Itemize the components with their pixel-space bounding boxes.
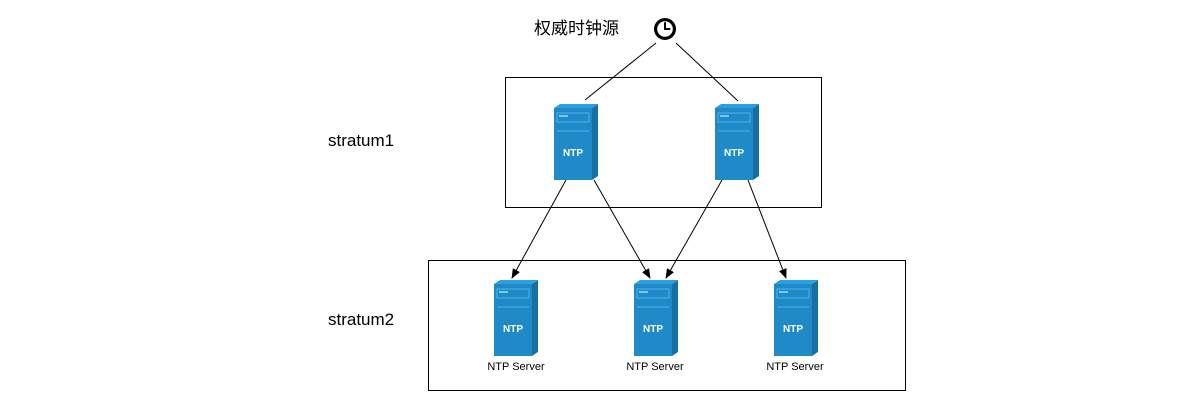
stratum2-label: stratum2 xyxy=(328,310,395,329)
stratum2-server-1-icon: NTP xyxy=(494,280,538,356)
server-label: NTP xyxy=(724,148,744,159)
clock-to-stratum1-right-line xyxy=(675,42,739,102)
server-label: NTP xyxy=(643,324,663,335)
arrow-s1a-to-s2b xyxy=(593,179,651,279)
arrow-s1b-to-s2b xyxy=(665,179,723,279)
server-icons: NTP NTP NTP NTP NTP xyxy=(494,104,818,356)
clock-to-stratum1-left-line xyxy=(584,42,657,101)
stratum1-box xyxy=(505,77,822,208)
stratum2-server-3-icon: NTP xyxy=(774,280,818,356)
arrow-s1a-to-s2a xyxy=(511,179,567,279)
ntp-server-caption: NTP Server xyxy=(487,361,545,373)
authoritative-clock-source-label: 权威时钟源 xyxy=(534,19,619,39)
stratum-arrows xyxy=(511,179,787,279)
ntp-server-caption: NTP Server xyxy=(766,361,824,373)
stratum2-server-2-icon: NTP xyxy=(634,280,678,356)
stratum1-server-1-icon: NTP xyxy=(554,104,598,180)
server-label: NTP xyxy=(563,148,583,159)
server-label: NTP xyxy=(783,324,803,335)
stratum1-server-2-icon: NTP xyxy=(715,104,759,180)
clock-icon xyxy=(654,18,676,40)
arrow-s1b-to-s2c xyxy=(747,179,787,279)
stratum1-label: stratum1 xyxy=(328,131,395,150)
stratum2-box xyxy=(428,260,906,391)
ntp-server-caption: NTP Server xyxy=(626,361,684,373)
server-label: NTP xyxy=(503,324,523,335)
